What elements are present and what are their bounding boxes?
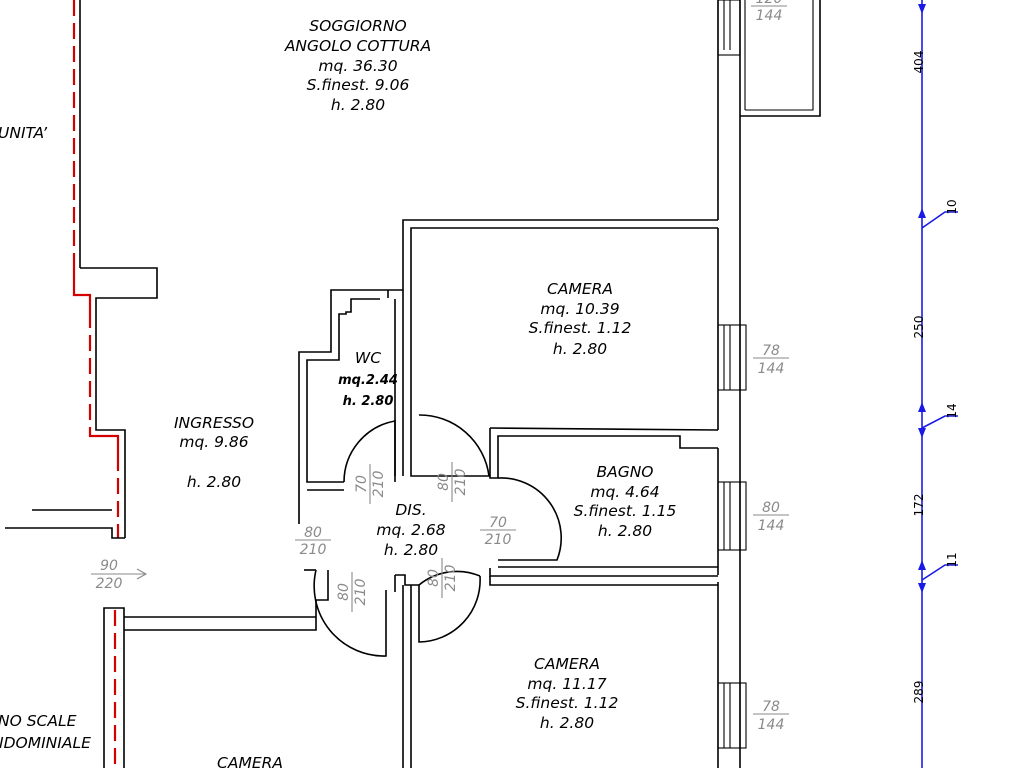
scale-label-1: NO SCALE: [0, 712, 77, 730]
bagno-area: mq. 4.64: [590, 483, 659, 501]
room-camera-1: CAMERA mq. 10.39 S.finest. 1.12 h. 2.80: [529, 280, 632, 358]
walls: [5, 0, 821, 768]
dis-name: DIS.: [395, 501, 426, 519]
camera-2-name: CAMERA: [534, 655, 600, 673]
soggiorno-height: h. 2.80: [331, 96, 385, 114]
camera-2-height: h. 2.80: [540, 714, 594, 732]
lower-right-door-width: 80: [426, 569, 442, 587]
bagno-height: h. 2.80: [598, 522, 652, 540]
bagno-door-height: 210: [485, 532, 512, 548]
wc-area: mq.2.44: [338, 373, 398, 388]
door-label-entrance: 90 220: [91, 558, 127, 592]
door-label-lower-left: 80 210: [336, 572, 369, 612]
bagno-window-width: 80: [762, 500, 780, 516]
camera-1-area: mq. 10.39: [540, 300, 619, 318]
dis-area: mq. 2.68: [376, 521, 445, 539]
lower-left-door-height: 210: [353, 579, 369, 606]
scale-label-2: NDOMINIALE: [0, 734, 91, 752]
bagno-window: S.finest. 1.15: [574, 502, 677, 520]
windows: [717, 0, 747, 749]
entrance-width: 90: [100, 558, 118, 574]
room-dis: DIS. mq. 2.68 h. 2.80: [376, 501, 445, 559]
dimension-chain: [918, 0, 958, 768]
camera-2-window: S.finest. 1.12: [516, 694, 619, 712]
top-window-width: 120: [756, 0, 783, 7]
door-label-lower-right: 80 210: [426, 558, 459, 598]
ingresso-door-width: 80: [304, 525, 322, 541]
wc-door-height: 210: [371, 471, 387, 498]
camera-1-name: CAMERA: [547, 280, 613, 298]
lower-right-door-height: 210: [443, 565, 459, 592]
door-swings: [313, 414, 562, 657]
window-label-camera-1: 78 144: [753, 343, 789, 377]
dis-height: h. 2.80: [384, 541, 438, 559]
bagno-name: BAGNO: [596, 463, 653, 481]
camera-1-window: S.finest. 1.12: [529, 319, 632, 337]
camera-2-window-height: 144: [758, 717, 785, 733]
dimension-404: 404: [912, 51, 926, 74]
camera-1-height: h. 2.80: [553, 340, 607, 358]
window-label-camera-2: 78 144: [753, 699, 789, 733]
dimension-289: 289: [912, 681, 926, 704]
window-label-top: 120 144: [751, 0, 787, 24]
ingresso-door-height: 210: [300, 542, 327, 558]
room-camera-2: CAMERA mq. 11.17 S.finest. 1.12 h. 2.80: [516, 655, 619, 732]
room-wc: WC mq.2.44 h. 2.80: [338, 349, 398, 409]
top-window-height: 144: [756, 8, 783, 24]
soggiorno-name-2: ANGOLO COTTURA: [284, 37, 431, 55]
door-label-bagno: 70 210: [480, 515, 516, 548]
bagno-window-height: 144: [758, 518, 785, 534]
door-label-wc: 70 210: [354, 464, 387, 504]
camera-1-window-width: 78: [762, 343, 780, 359]
entrance-height: 220: [96, 576, 123, 592]
ingresso-area: mq. 9.86: [179, 433, 248, 451]
dividing-wall: [72, 0, 120, 768]
left-labels: UNITA’ NO SCALE NDOMINIALE: [0, 124, 91, 752]
ingresso-name: INGRESSO: [174, 414, 254, 432]
soggiorno-name: SOGGIORNO: [309, 17, 406, 35]
wc-height: h. 2.80: [343, 394, 394, 409]
camera-3-name: CAMERA: [217, 754, 283, 768]
room-camera-3: CAMERA: [217, 754, 283, 768]
camera-2-window-width: 78: [762, 699, 780, 715]
dimension-10: 10: [945, 199, 959, 214]
soggiorno-area: mq. 36.30: [318, 57, 397, 75]
lower-left-door-width: 80: [336, 583, 352, 601]
camera-2-area: mq. 11.17: [527, 675, 606, 693]
door-label-camera: 80 210: [436, 462, 469, 502]
room-soggiorno: SOGGIORNO ANGOLO COTTURA mq. 36.30 S.fin…: [284, 17, 431, 114]
dimension-250: 250: [912, 316, 926, 339]
soggiorno-window: S.finest. 9.06: [307, 76, 410, 94]
camera-1-window-height: 144: [758, 361, 785, 377]
unita-label: UNITA’: [0, 124, 48, 142]
wc-name: WC: [355, 349, 381, 367]
camera-door-width: 80: [436, 473, 452, 491]
dimension-172: 172: [912, 494, 926, 517]
bagno-door-width: 70: [489, 515, 507, 531]
door-label-ingresso: 80 210: [295, 525, 331, 558]
camera-door-height: 210: [453, 469, 469, 496]
room-ingresso: INGRESSO mq. 9.86 h. 2.80: [174, 414, 254, 491]
ingresso-height: h. 2.80: [187, 473, 241, 491]
dimension-11: 11: [945, 552, 959, 567]
room-bagno: BAGNO mq. 4.64 S.finest. 1.15 h. 2.80: [574, 463, 677, 540]
window-label-bagno: 80 144: [753, 500, 789, 534]
dimension-14: 14: [945, 403, 959, 418]
wc-door-width: 70: [354, 475, 370, 493]
